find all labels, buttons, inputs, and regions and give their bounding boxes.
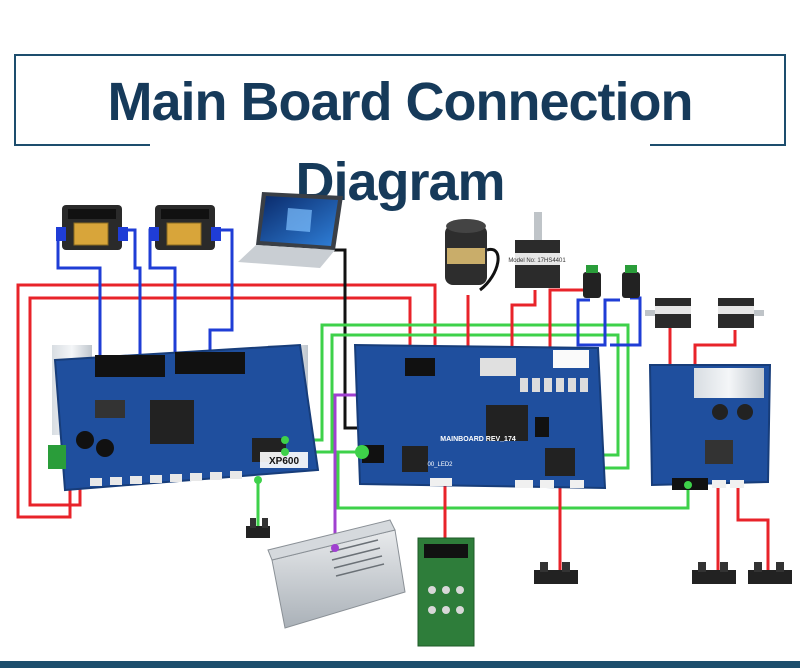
control-panel <box>417 537 475 647</box>
wire-red-head-inner <box>28 296 412 507</box>
main-board-label: MAINBOARD REV_174 <box>440 436 516 443</box>
wire-blue-pump2 <box>610 296 642 347</box>
sensor-2 <box>692 562 736 584</box>
stepper-1 <box>645 298 691 328</box>
wire-blue-ph2-b <box>205 228 234 365</box>
wire-red-stepper2 <box>693 330 737 365</box>
head-board-label: XP600 <box>269 456 299 467</box>
sensor-1 <box>534 562 578 584</box>
sensor-3 <box>748 562 792 584</box>
wire-blue-ph1-b <box>118 228 142 365</box>
wire-green-head-main-2 <box>285 333 620 457</box>
wire-red-pump1 <box>548 288 585 370</box>
wire-green-head-main-1 <box>285 323 630 470</box>
driver-board <box>648 364 772 490</box>
stepper-2 <box>718 298 764 328</box>
wire-blue-pump1 <box>576 298 620 347</box>
connector-dots <box>254 436 692 489</box>
main-board: MAINBOARD REV_174 00_LED2 <box>353 343 607 490</box>
wire-red-head-outer <box>16 283 437 519</box>
encoder-sensor <box>246 518 270 538</box>
board-code-label: 00_LED2 <box>427 462 453 468</box>
bottom-bar <box>0 661 800 668</box>
pump-1 <box>583 265 601 298</box>
stepper-motor-feed: Model No: 17HS4401 <box>508 212 566 288</box>
wire-green-main-driver <box>336 450 690 510</box>
wire-red-sensor3 <box>736 485 770 570</box>
page-title: Main Board Connection Diagram <box>107 72 694 212</box>
printhead-2 <box>149 205 221 250</box>
pump-2 <box>622 265 640 298</box>
head-board: XP600 <box>48 343 320 492</box>
laptop <box>238 192 343 268</box>
printhead-1 <box>56 205 128 250</box>
carriage-motor <box>445 219 500 292</box>
motor-sticker-text: Model No: 17HS4401 <box>508 258 566 264</box>
power-supply <box>267 519 406 629</box>
title-frame <box>14 54 786 146</box>
